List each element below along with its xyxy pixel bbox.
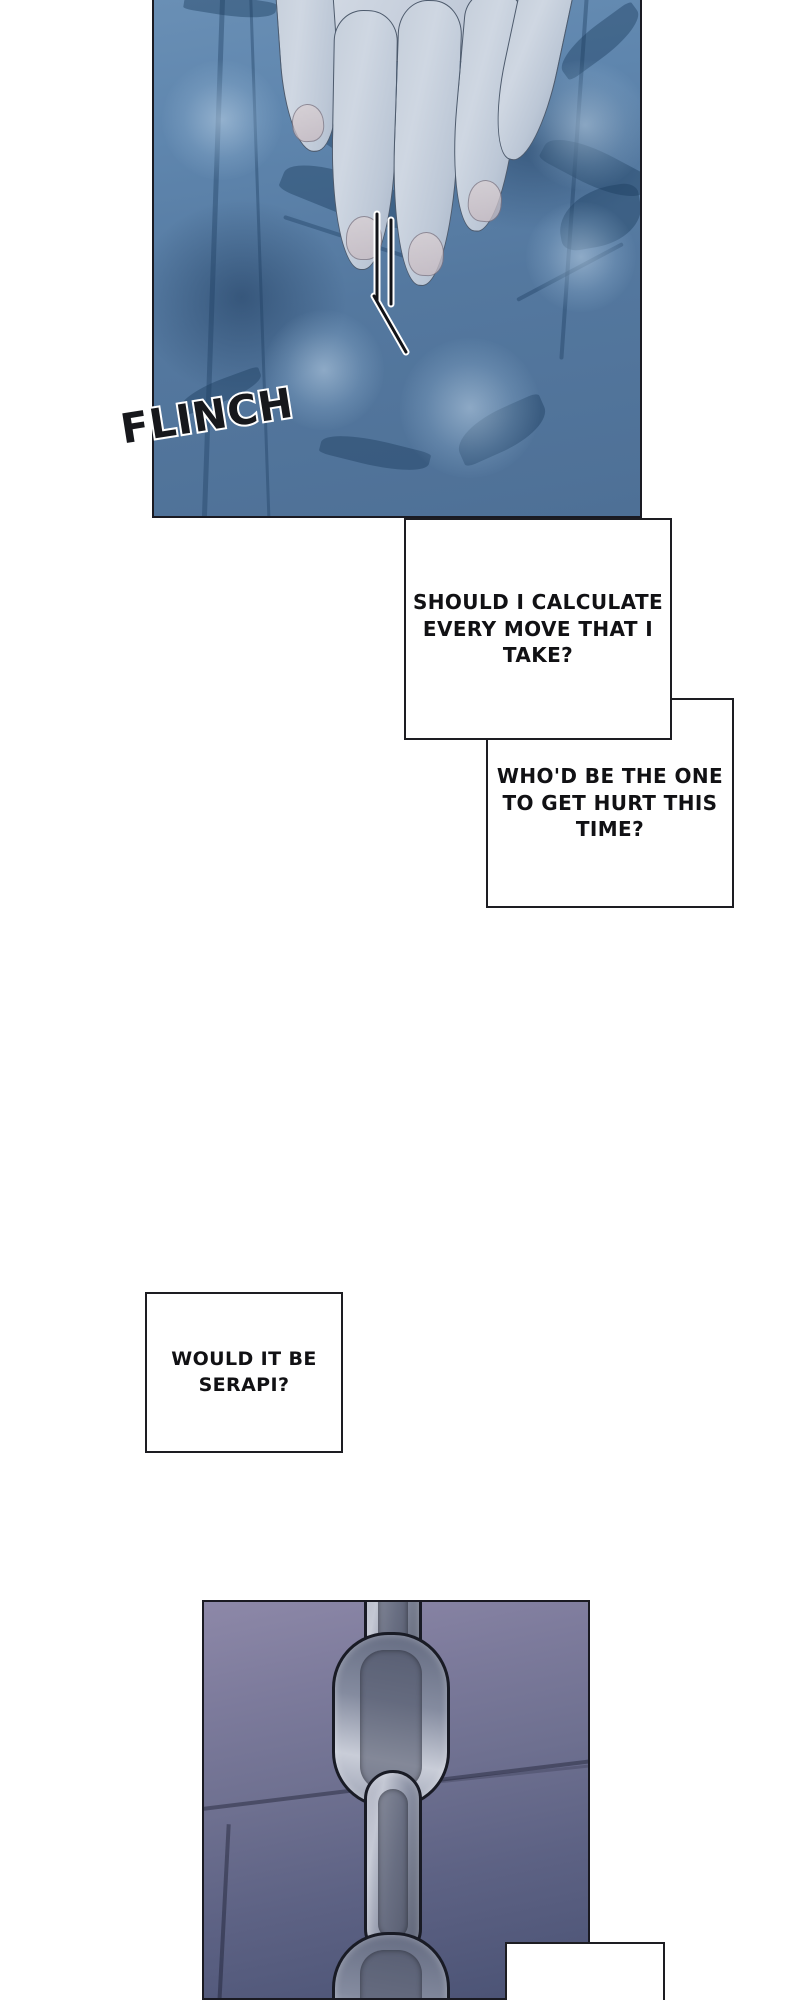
leaf-shape	[183, 0, 277, 24]
chain-link	[332, 1932, 450, 1998]
narration-text: SHOULD I CALCULATE EVERY MOVE THAT I TAK…	[412, 590, 664, 668]
narration-text: WHO'D BE THE ONE TO GET HURT THIS TIME?	[496, 764, 724, 842]
wall-seam-line	[217, 1824, 231, 1998]
chain-link	[364, 1770, 422, 1958]
flower-bloom	[162, 60, 282, 180]
fingernail	[345, 215, 383, 261]
flower-bloom	[526, 202, 636, 312]
narration-box-partial-bottom	[505, 1942, 665, 2000]
flower-bloom	[400, 338, 540, 478]
narration-box-serapi: WOULD IT BE SERAPI?	[145, 1292, 343, 1453]
flower-bloom	[264, 310, 384, 430]
panel-hand-over-grass	[152, 0, 642, 518]
hand-illustration	[272, 0, 578, 370]
balloon-seam-mask	[489, 700, 670, 738]
narration-text: WOULD IT BE SERAPI?	[171, 1348, 317, 1396]
panel-hanging-chain	[202, 1600, 590, 2000]
fingernail	[407, 231, 445, 277]
